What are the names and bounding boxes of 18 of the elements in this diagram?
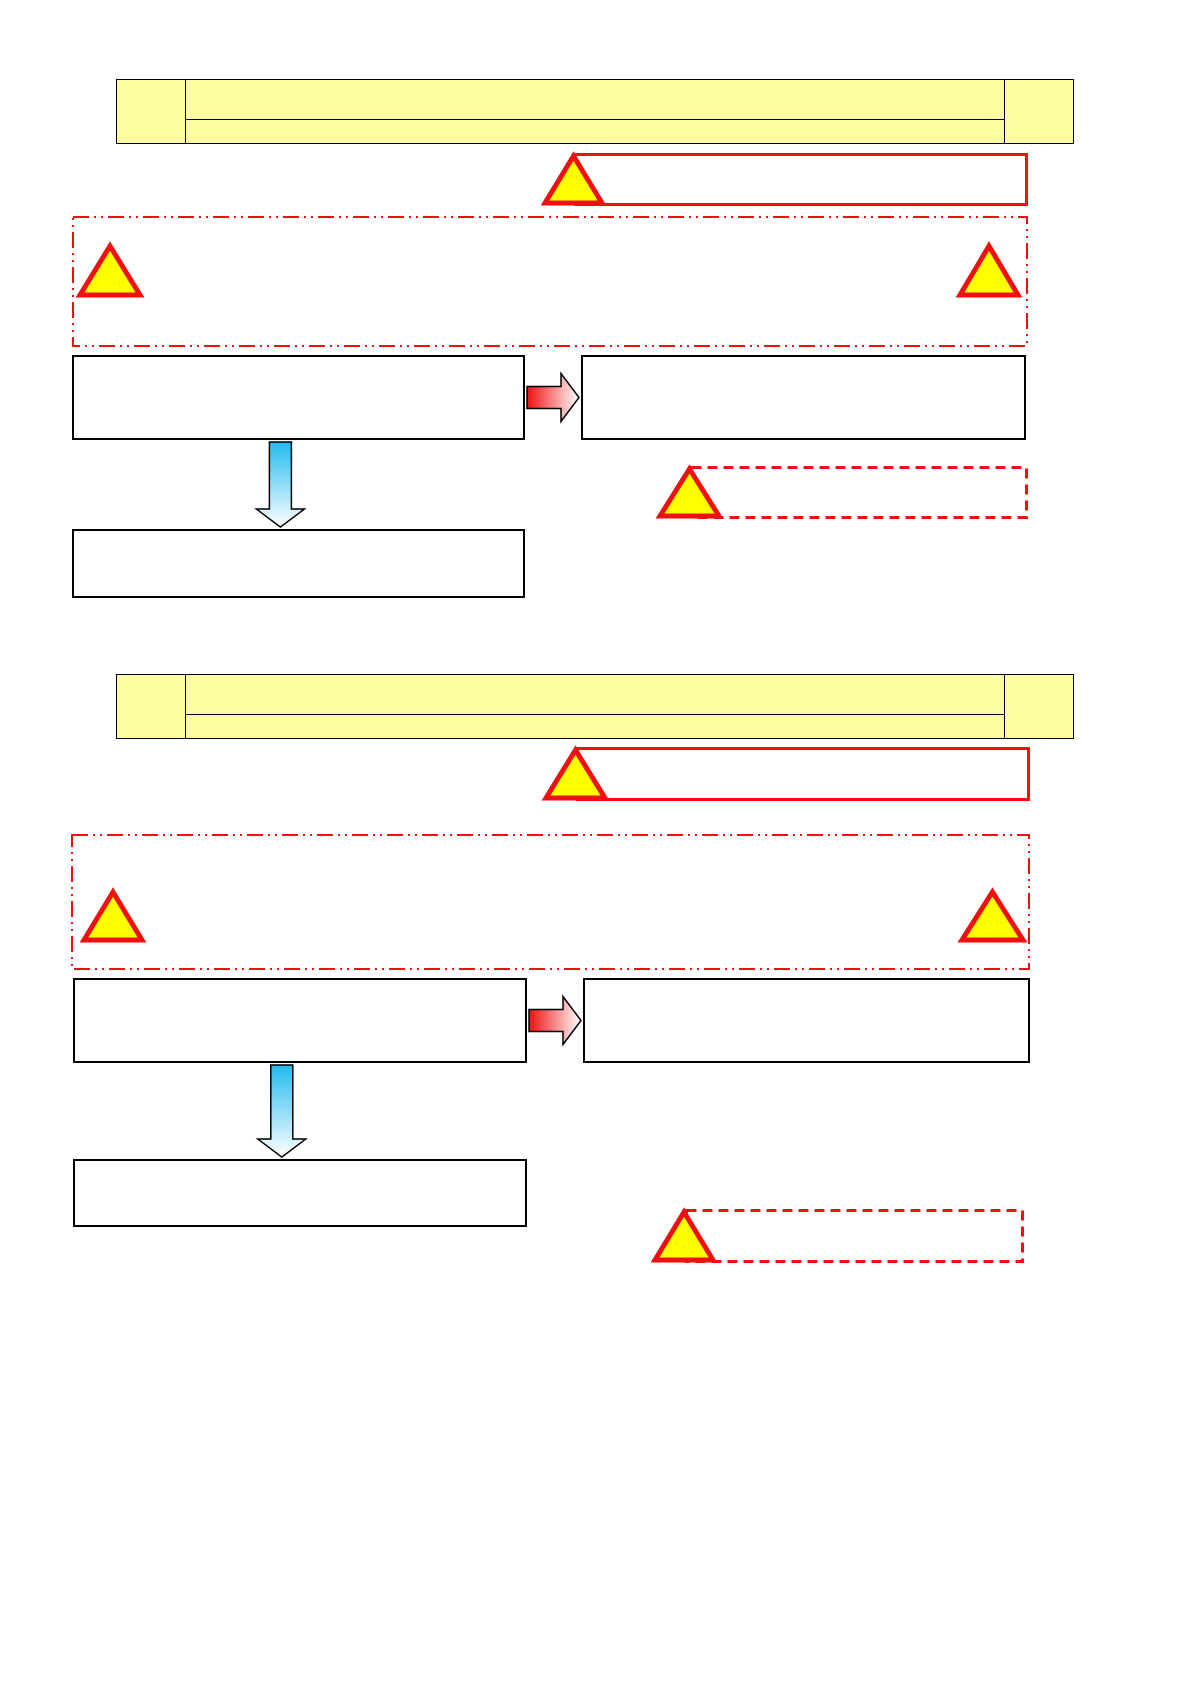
warning-box — [542, 153, 1028, 206]
dash-dot-frame — [72, 216, 1028, 347]
process-box — [72, 355, 525, 440]
warning-box — [652, 1209, 1024, 1263]
warning-box — [543, 747, 1030, 801]
block-arrow — [254, 441, 307, 528]
block-arrow — [255, 1064, 309, 1158]
warning-box — [657, 466, 1028, 519]
block-arrow — [526, 371, 580, 424]
title-band — [116, 79, 1074, 144]
process-box — [581, 355, 1026, 440]
process-box — [583, 978, 1030, 1063]
dash-dot-frame — [71, 834, 1030, 970]
title-band — [116, 674, 1074, 739]
process-box — [72, 529, 525, 598]
process-box — [73, 978, 527, 1063]
process-box — [73, 1159, 527, 1227]
block-arrow — [528, 994, 582, 1047]
